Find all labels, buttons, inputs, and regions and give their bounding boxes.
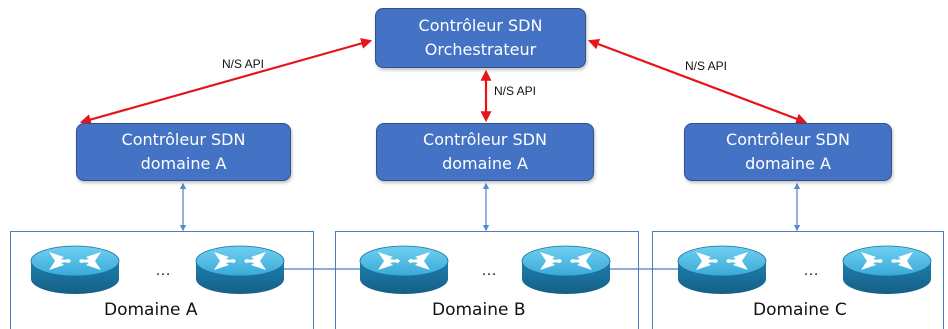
orchestrator-controller: Contrôleur SDN Orchestrateur bbox=[375, 8, 586, 68]
controller-title: Contrôleur SDN bbox=[121, 130, 246, 149]
api-label-right: N/S API bbox=[685, 59, 728, 73]
controller-subtitle: domaine A bbox=[442, 154, 528, 173]
domain-c-controller: Contrôleur SDN domaine A bbox=[684, 123, 892, 181]
ellipsis-a: … bbox=[155, 262, 172, 279]
controller-title: Contrôleur SDN bbox=[418, 16, 543, 35]
domain-b-controller: Contrôleur SDN domaine A bbox=[376, 123, 594, 181]
domain-a-controller: Contrôleur SDN domaine A bbox=[76, 123, 291, 181]
domain-a-label: Domaine A bbox=[104, 300, 198, 320]
domain-b-label: Domaine B bbox=[432, 300, 526, 320]
api-label-left: N/S API bbox=[222, 57, 265, 71]
domain-c-box bbox=[652, 231, 944, 329]
api-link-right bbox=[587, 38, 808, 125]
controller-subtitle: domaine A bbox=[745, 154, 831, 173]
api-label-center: N/S API bbox=[494, 84, 537, 98]
controller-subtitle: Orchestrateur bbox=[424, 40, 537, 59]
ellipsis-b: … bbox=[481, 262, 498, 279]
domain-c-label: Domaine C bbox=[753, 300, 847, 320]
ellipsis-c: … bbox=[803, 262, 820, 279]
api-link-left bbox=[79, 38, 373, 125]
domain-b-box bbox=[335, 231, 639, 329]
controller-title: Contrôleur SDN bbox=[726, 130, 850, 149]
domain-a-box bbox=[10, 231, 314, 329]
controller-subtitle: domaine A bbox=[140, 154, 227, 173]
controller-title: Contrôleur SDN bbox=[423, 130, 547, 149]
